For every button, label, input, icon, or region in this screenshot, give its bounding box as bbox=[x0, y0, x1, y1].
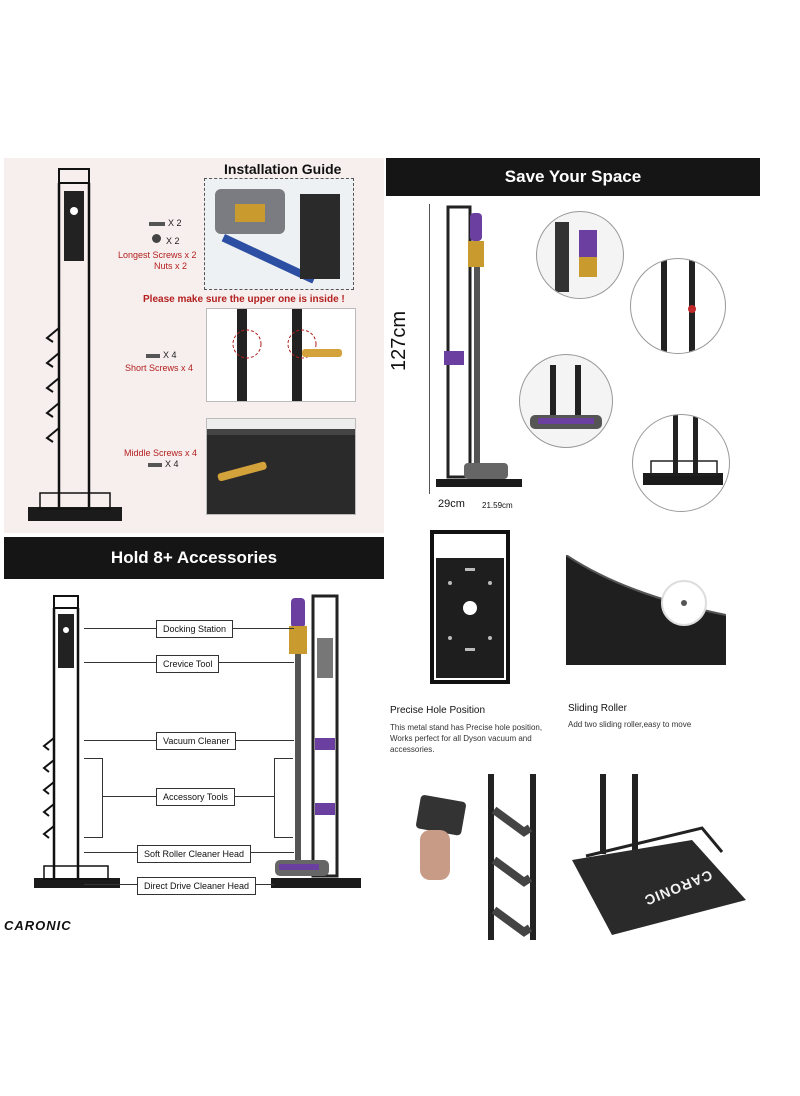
vacuum-cleaner-label: Vacuum Cleaner bbox=[156, 732, 237, 750]
inset-photo-tubes bbox=[206, 308, 356, 402]
detail-circle-top-right bbox=[630, 258, 726, 354]
middle-screws-label: Middle Screws x 4 bbox=[124, 448, 198, 458]
brand-logo: CARONIC bbox=[4, 918, 72, 933]
inset-photo-mount bbox=[204, 178, 354, 290]
middle-screw-icon bbox=[148, 463, 162, 467]
precise-hole-body: This metal stand has Precise hole positi… bbox=[390, 723, 543, 754]
stand-illustration bbox=[28, 168, 122, 521]
detail-circle-top-wall bbox=[536, 211, 624, 299]
longest-screw-qty: X 2 bbox=[168, 218, 182, 228]
middle-screw-qty: X 4 bbox=[165, 459, 179, 469]
accessory-tools-label: Accessory Tools bbox=[156, 788, 235, 806]
stand-with-vacuum bbox=[436, 205, 522, 487]
width-dimension: 21.59cm bbox=[482, 501, 513, 510]
save-space-banner: Save Your Space bbox=[386, 158, 760, 196]
base-brand-photo: CARONIC bbox=[572, 770, 746, 940]
soft-roller-label: Soft Roller Cleaner Head bbox=[137, 845, 252, 863]
accessory-bracket-right bbox=[274, 758, 293, 838]
precise-hole-title: Precise Hole Position bbox=[390, 705, 486, 716]
detail-circle-heads bbox=[519, 354, 613, 448]
accessory-bracket-left bbox=[84, 758, 103, 838]
short-screws-label: Short Screws x 4 bbox=[125, 363, 194, 373]
crevice-tool-label: Crevice Tool bbox=[156, 655, 220, 673]
depth-dimension: 29cm bbox=[438, 498, 465, 510]
accessories-panel: Docking Station Crevice Tool Vacuum Clea… bbox=[4, 580, 384, 910]
sliding-roller-photo bbox=[566, 555, 726, 665]
sliding-roller-title: Sliding Roller bbox=[568, 703, 627, 714]
docking-station-label: Docking Station bbox=[156, 620, 234, 638]
nut-qty: X 2 bbox=[166, 236, 180, 246]
empty-stand-illustration bbox=[34, 595, 120, 888]
installation-title: Installation Guide bbox=[224, 161, 342, 177]
loaded-stand-illustration bbox=[271, 594, 361, 888]
installation-guide-panel: Installation Guide X 2 X 2 Longest Screw… bbox=[4, 158, 384, 533]
nut-icon bbox=[152, 234, 161, 243]
direct-drive-label: Direct Drive Cleaner Head bbox=[137, 877, 257, 895]
longest-screws-label: Longest Screws x 2 bbox=[118, 250, 197, 260]
short-screw-icon bbox=[146, 354, 160, 358]
sliding-roller-body: Add two sliding roller,easy to move bbox=[568, 720, 692, 729]
accessories-banner: Hold 8+ Accessories bbox=[4, 537, 384, 579]
brush-hook-photo bbox=[390, 770, 560, 940]
height-dimension-line bbox=[429, 204, 430, 494]
detail-circle-base bbox=[632, 414, 730, 512]
short-screw-qty: X 4 bbox=[163, 350, 177, 360]
inset-photo-base bbox=[206, 418, 356, 515]
nuts-label: Nuts x 2 bbox=[154, 261, 188, 271]
save-space-panel: 127cm 29cm 21.59cm bbox=[386, 196, 760, 516]
warning-text: Please make sure the upper one is inside… bbox=[143, 294, 345, 305]
precise-hole-photo bbox=[420, 528, 520, 688]
longest-screw-icon bbox=[149, 222, 165, 226]
height-dimension: 127cm bbox=[388, 310, 410, 371]
